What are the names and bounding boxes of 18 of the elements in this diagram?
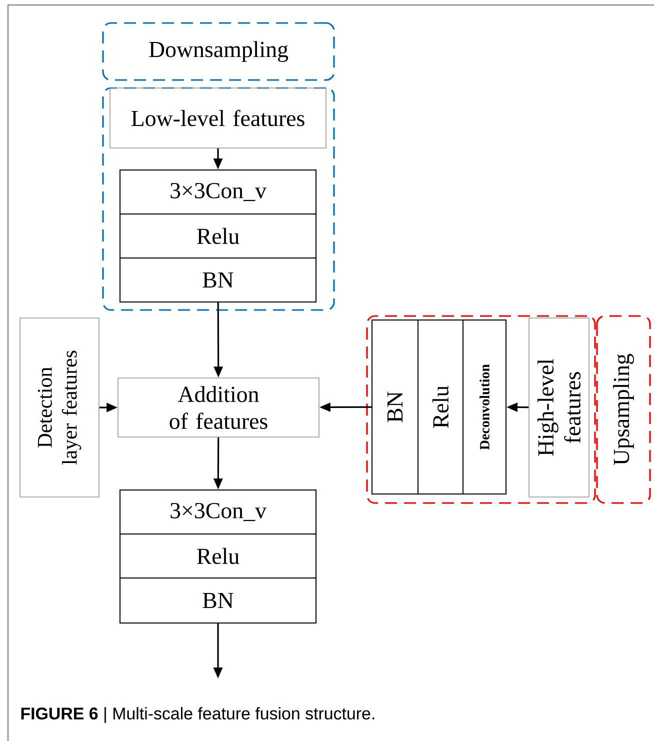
layer-cell: BN: [120, 258, 316, 302]
feature-box: High-level features: [528, 318, 590, 498]
feature-box: Low-level features: [110, 88, 326, 148]
layer-cell: 3×3Con_v: [120, 170, 316, 214]
dashed-frame: [102, 87, 335, 311]
dashed-frame: [366, 315, 596, 504]
dashed-label-box: Upsampling: [596, 315, 651, 504]
figure-caption: FIGURE 6 | Multi-scale feature fusion structure.: [21, 707, 374, 723]
layer-cell: Relu: [418, 320, 464, 494]
layer-cell: Relu: [120, 214, 316, 258]
layer-cell: Relu: [120, 534, 316, 578]
layer-cell: Deconvolution: [462, 320, 506, 494]
feature-box: Detection layer features: [20, 318, 100, 498]
dashed-label-box: Downsampling: [102, 22, 335, 81]
layer-cell: 3×3Con_v: [120, 490, 316, 534]
layer-cell: BN: [120, 578, 316, 624]
layer-cell: BN: [372, 320, 418, 494]
feature-box: Addition of features: [118, 378, 320, 438]
